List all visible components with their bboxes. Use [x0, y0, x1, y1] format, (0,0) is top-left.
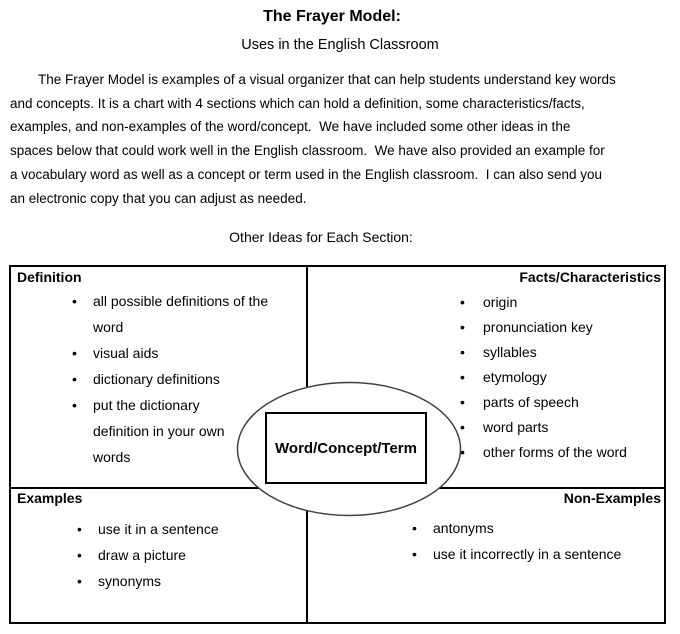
facts-characteristics-list: origin pronunciation key syllables etymo… — [460, 290, 627, 465]
list-item: antonyms — [412, 515, 621, 541]
center-term-label: Word/Concept/Term — [275, 439, 417, 457]
list-item: use it incorrectly in a sentence — [412, 541, 621, 567]
list-item: etymology — [460, 365, 627, 390]
bullet-icon — [460, 315, 483, 340]
examples-list: use it in a sentence draw a picture syno… — [77, 516, 219, 594]
center-term-box: Word/Concept/Term — [265, 412, 427, 484]
bullet-icon — [77, 568, 98, 594]
bullet-icon — [460, 390, 483, 415]
item-line: parts of speech — [483, 394, 579, 410]
list-item: parts of speech — [460, 390, 627, 415]
bullet-icon — [460, 340, 483, 365]
intro-line: and concepts. It is a chart with 4 secti… — [10, 95, 585, 111]
bullet-icon — [72, 340, 93, 366]
item-line: definition in your own — [93, 423, 225, 439]
bullet-icon — [460, 290, 483, 315]
item-line: all possible definitions of the — [93, 293, 269, 309]
item-line: etymology — [483, 369, 547, 385]
intro-line: an electronic copy that you can adjust a… — [10, 190, 307, 206]
bullet-icon — [412, 541, 433, 567]
document-subtitle: Uses in the English Classroom — [241, 37, 439, 53]
document-title: The Frayer Model: — [263, 8, 401, 25]
quadrant-label-definition: Definition — [17, 269, 82, 285]
bullet-icon — [77, 516, 98, 542]
intro-line: a vocabulary word as well as a concept o… — [10, 166, 603, 182]
item-line: antonyms — [433, 520, 494, 536]
list-item: syllables — [460, 340, 627, 365]
list-item: word parts — [460, 415, 627, 440]
item-line: dictionary definitions — [93, 371, 220, 387]
quadrant-label-facts-characteristics: Facts/Characteristics — [519, 269, 661, 285]
item-line: use it in a sentence — [98, 521, 219, 537]
bullet-icon — [460, 440, 483, 465]
bullet-icon — [72, 366, 93, 392]
item-line: put the dictionary — [93, 397, 200, 413]
item-line: syllables — [483, 344, 537, 360]
definition-list: all possible definitions of the word vis… — [72, 288, 268, 470]
frayer-table-frame — [9, 265, 666, 624]
list-item: draw a picture — [77, 542, 219, 568]
bullet-icon — [412, 515, 433, 541]
intro-line: The Frayer Model is examples of a visual… — [38, 72, 616, 87]
quadrant-label-non-examples: Non-Examples — [563, 490, 661, 506]
bullet-icon — [77, 542, 98, 568]
list-item: dictionary definitions — [72, 366, 268, 392]
intro-paragraph: The Frayer Model is examples of a visual… — [10, 68, 672, 210]
list-item: put the dictionary definition in your ow… — [72, 392, 268, 470]
item-line: synonyms — [98, 573, 162, 589]
list-item: synonyms — [77, 568, 219, 594]
item-line: origin — [483, 294, 518, 310]
quadrant-label-examples: Examples — [17, 490, 83, 506]
intro-line: spaces below that could work well in the… — [10, 143, 605, 159]
item-line: other forms of the word — [483, 444, 627, 460]
item-line: word parts — [483, 419, 549, 435]
list-item: use it in a sentence — [77, 516, 219, 542]
list-item: origin — [460, 290, 627, 315]
item-line: use it incorrectly in a sentence — [433, 546, 622, 562]
bullet-icon — [460, 415, 483, 440]
bullet-icon — [72, 288, 93, 340]
item-line: words — [93, 449, 131, 465]
section-heading: Other Ideas for Each Section: — [229, 229, 413, 245]
item-line: pronunciation key — [483, 319, 593, 335]
list-item: pronunciation key — [460, 315, 627, 340]
intro-line: examples, and non-examples of the word/c… — [10, 119, 571, 135]
item-line: word — [93, 319, 124, 335]
list-item: visual aids — [72, 340, 268, 366]
non-examples-list: antonyms use it incorrectly in a sentenc… — [412, 515, 621, 567]
item-line: visual aids — [93, 345, 159, 361]
list-item: other forms of the word — [460, 440, 627, 465]
bullet-icon — [460, 365, 483, 390]
item-line: draw a picture — [98, 547, 186, 563]
bullet-icon — [72, 392, 93, 470]
list-item: all possible definitions of the word — [72, 288, 268, 340]
